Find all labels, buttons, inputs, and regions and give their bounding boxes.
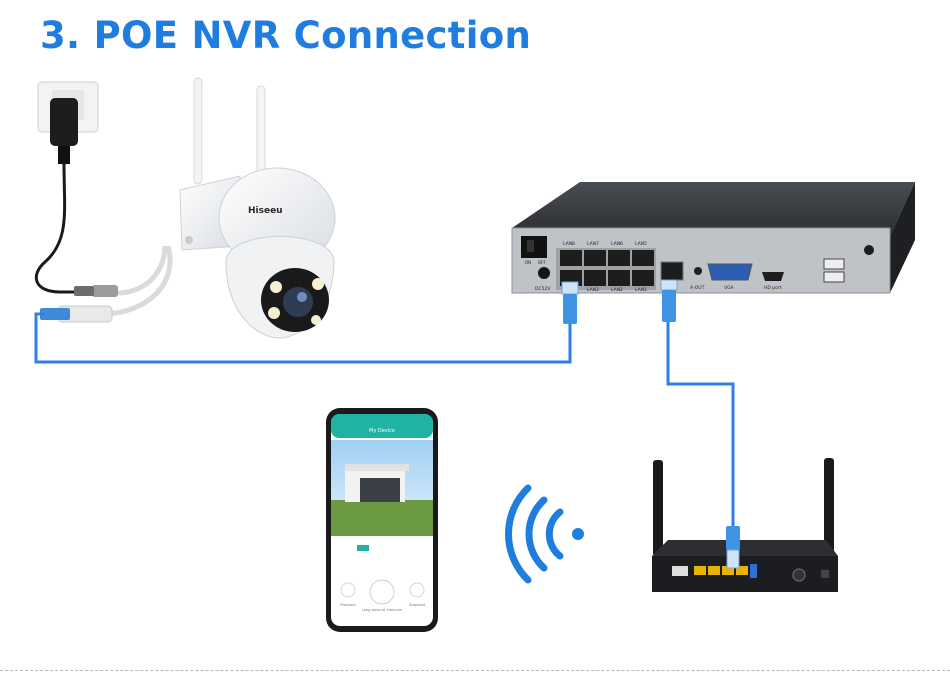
nvr-recorder: ON OFF DC52V LAN8 LAN7 LAN6 LAN5 LAN3 LA…	[511, 182, 915, 294]
wifi-router	[652, 458, 838, 592]
router-port	[672, 566, 688, 576]
router-usb-port	[750, 564, 757, 578]
intercom-label: Long press to intercom	[362, 608, 403, 612]
audio-out-jack	[694, 267, 702, 275]
lan-label: LAN1	[635, 287, 647, 293]
usb-port	[823, 258, 845, 270]
lan-label: LAN8	[563, 241, 575, 247]
rj45-plug	[726, 526, 740, 569]
nvr-uplink-port	[660, 261, 684, 281]
power-adapter	[34, 98, 95, 294]
rj45-plug	[660, 279, 678, 322]
phone-header: My Device	[369, 428, 395, 434]
camera-brand: Hiseeu	[248, 206, 283, 216]
audio-out-label: A-OUT	[690, 285, 705, 291]
vga-port	[707, 263, 753, 281]
lan-label: LAN5	[635, 241, 647, 247]
page-title: 3. POE NVR Connection	[40, 14, 532, 57]
lan-label: LAN3	[587, 287, 599, 293]
vga-label: VGA	[724, 285, 735, 291]
phone-video-preview	[331, 440, 433, 536]
svg-text:OFF: OFF	[538, 260, 546, 265]
ptz-camera: Hiseeu	[179, 77, 336, 339]
router-port	[736, 566, 748, 575]
wifi-signal-icon	[505, 484, 584, 584]
stream-toggle[interactable]	[357, 545, 369, 551]
svg-text:ON: ON	[525, 260, 531, 265]
divider	[0, 670, 950, 671]
intercom-button[interactable]	[369, 579, 395, 605]
hdmi-port	[762, 272, 784, 281]
usb-port	[823, 271, 845, 283]
camera-pigtail	[40, 245, 173, 323]
smartphone: My Device Playback Long press to interco…	[326, 408, 438, 632]
lan-label: LAN7	[587, 241, 599, 247]
hdmi-label: HD port	[764, 285, 782, 291]
snapshot-label: Snapshot	[409, 603, 426, 607]
poe-cable-camera	[34, 300, 572, 364]
playback-label: Playback	[340, 603, 357, 607]
snapshot-button[interactable]	[409, 582, 425, 598]
nvr-power-label: DC52V	[535, 286, 551, 292]
router-power-jack	[792, 568, 806, 582]
rj45-plug	[561, 281, 579, 324]
router-port	[694, 566, 706, 575]
lan-label: LAN6	[611, 241, 623, 247]
router-port	[708, 566, 720, 575]
ethernet-cable-router	[666, 320, 735, 526]
lan-label: LAN2	[611, 287, 623, 293]
playback-button[interactable]	[340, 582, 356, 598]
router-port	[722, 566, 734, 575]
